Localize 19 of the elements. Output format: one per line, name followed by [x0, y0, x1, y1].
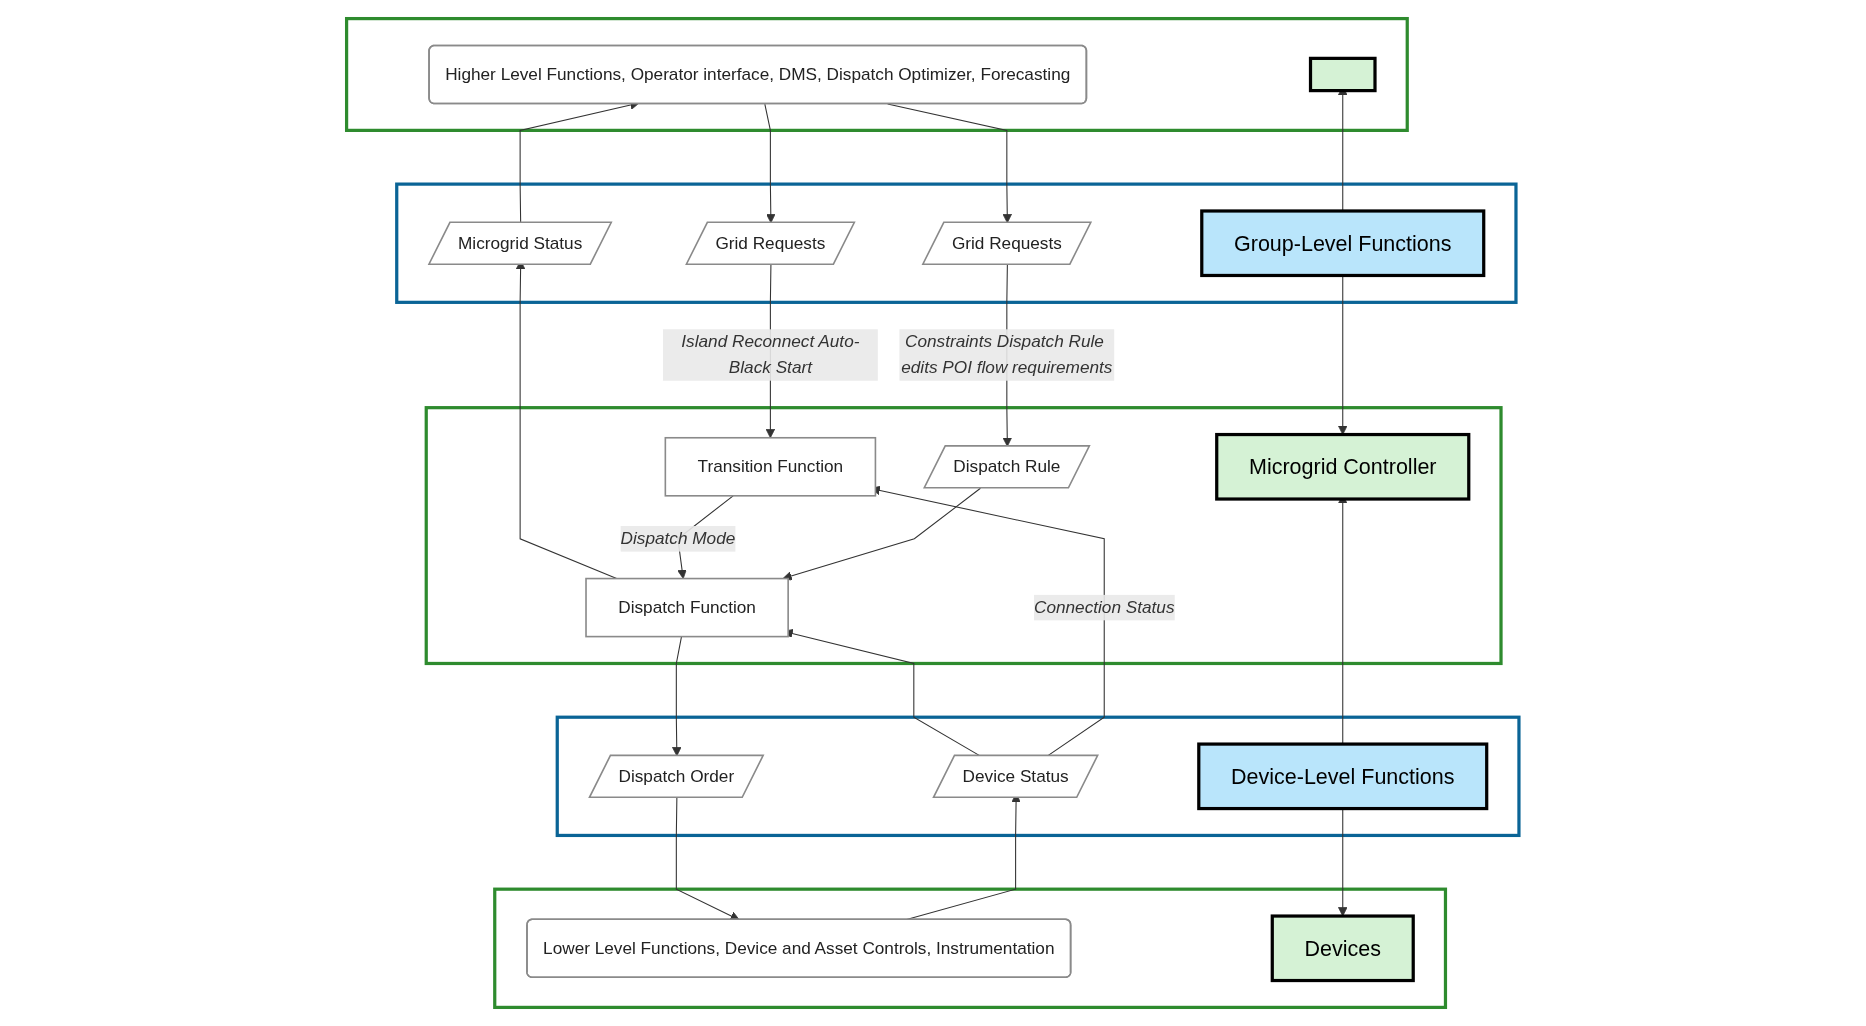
edge-label: Dispatch Mode [620, 529, 736, 548]
edge-label: Constraints Dispatch Rule edits POI flow requirements [901, 332, 1113, 377]
node-box: Devices [1270, 914, 1416, 983]
node-box: Microgrid Controller [1215, 432, 1471, 501]
arrow [676, 797, 740, 921]
arrow [1338, 808, 1348, 917]
node-box [1309, 56, 1377, 93]
arrow [782, 487, 982, 581]
cluster [424, 406, 1503, 666]
cluster [493, 887, 1448, 1009]
cluster [555, 715, 1521, 838]
edge-label: Island Reconnect Auto-Black Start [681, 332, 860, 377]
node-box: Group-Level Functions [1200, 209, 1486, 278]
cluster [395, 182, 1518, 304]
node-box: Device-Level Functions [1197, 742, 1489, 811]
edge-label: Connection Status [1034, 597, 1175, 617]
node-box: Dispatch Function [585, 577, 790, 638]
node-box: Transition Function [664, 436, 877, 497]
cluster [345, 17, 1410, 132]
